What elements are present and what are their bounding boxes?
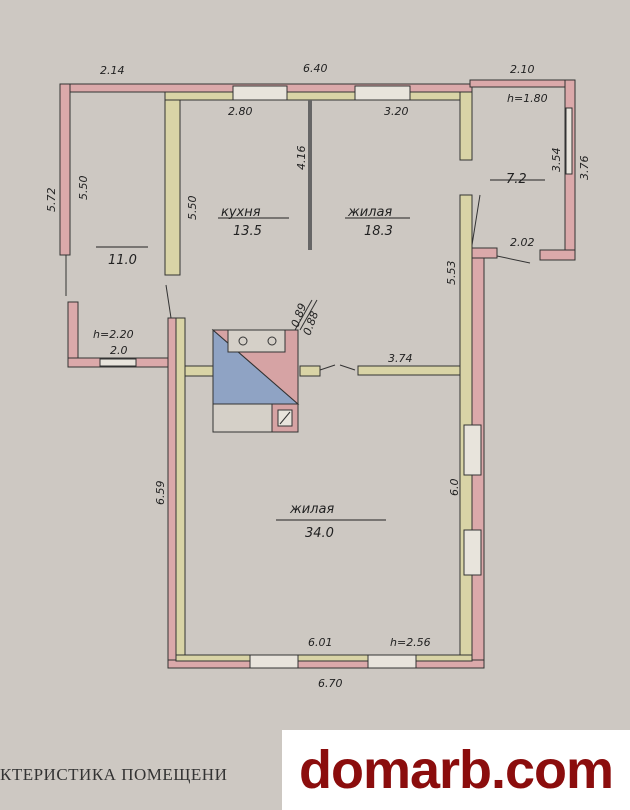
- walls: [59, 79, 576, 669]
- dimension: h=2.20: [93, 328, 134, 341]
- room-area: 18.3: [364, 224, 393, 239]
- room-area: 11.0: [108, 253, 137, 268]
- window: [367, 654, 417, 669]
- dimension: h=2.56: [390, 636, 431, 649]
- dimension: 6.01: [308, 636, 333, 649]
- dimension: 5.50: [77, 176, 90, 201]
- watermark-text: domarb.com: [298, 740, 614, 800]
- stove: [211, 299, 318, 433]
- dimension: 5.50: [186, 196, 199, 221]
- window: [354, 85, 411, 101]
- room-area: 7.2: [506, 172, 527, 187]
- dimension: 2.0: [110, 344, 128, 357]
- window: [565, 107, 573, 175]
- dimension: 3.20: [384, 105, 409, 118]
- window: [232, 85, 288, 101]
- dimension: 6.0: [448, 479, 461, 497]
- dimension: h=1.80: [507, 92, 548, 105]
- room-area: 34.0: [305, 526, 334, 541]
- room-name: жилая: [347, 205, 392, 220]
- dimension: 2.02: [510, 236, 535, 249]
- room-area: 13.5: [233, 224, 262, 239]
- watermark: domarb.com: [282, 730, 630, 810]
- dimension: 6.59: [154, 481, 167, 506]
- dimension: 5.72: [45, 188, 58, 213]
- window: [463, 529, 482, 576]
- dimension: 3.76: [578, 156, 591, 181]
- room-name: кухня: [221, 205, 261, 220]
- window: [463, 424, 482, 476]
- window: [249, 654, 299, 669]
- room-name: жилая: [289, 502, 334, 517]
- table-caption: КТЕРИСТИКА ПОМЕЩЕНИ: [0, 765, 228, 784]
- dimension: 2.80: [228, 105, 253, 118]
- dimension: 4.16: [295, 146, 308, 171]
- dimension: 2.14: [100, 64, 125, 77]
- dimension: 3.74: [388, 352, 413, 365]
- room-labels: 11.0 кухня 13.5 жилая 18.3 7.2 жилая 34.…: [96, 172, 545, 541]
- dimension: 6.70: [318, 677, 343, 690]
- dimension: 2.10: [510, 63, 535, 76]
- dimension: 5.53: [445, 261, 458, 286]
- dimension: 3.54: [550, 148, 563, 173]
- window: [99, 358, 137, 367]
- dimension: 6.40: [303, 62, 328, 75]
